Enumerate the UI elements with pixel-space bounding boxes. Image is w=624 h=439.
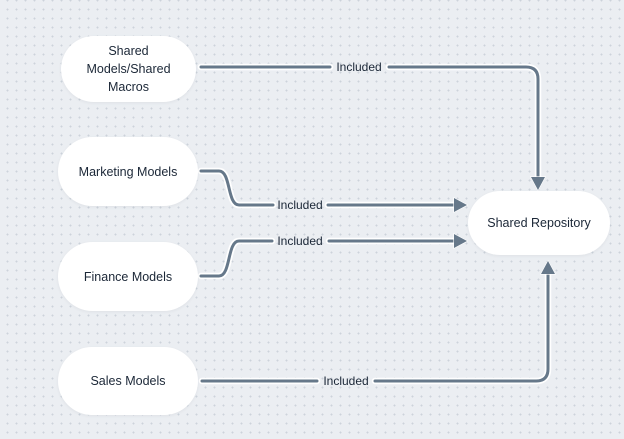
node-finance-models: Finance Models — [58, 242, 198, 311]
edge-label-included: Included — [277, 234, 323, 248]
node-label: Shared Repository — [487, 216, 591, 230]
edge-label-included: Included — [277, 198, 323, 212]
edge-shared-models-to-repository — [197, 63, 547, 192]
edge-sales-to-repository — [198, 259, 557, 385]
arrowhead-right-icon — [453, 232, 469, 250]
edge-label-included: Included — [336, 60, 382, 74]
node-sales-models: Sales Models — [58, 347, 198, 415]
edge-label-included: Included — [323, 374, 369, 388]
arrowhead-down-icon — [529, 176, 547, 192]
node-label: Marketing Models — [78, 164, 178, 179]
node-label: Sales Models — [90, 374, 166, 388]
node-label: Shared Models/Shared Macros — [86, 44, 171, 94]
node-shared-models-shared-macros: Shared Models/Shared Macros — [61, 36, 196, 102]
edge-finance-to-repository — [197, 232, 469, 280]
node-label: Finance Models — [83, 269, 173, 284]
node-marketing-models: Marketing Models — [58, 137, 198, 206]
arrowhead-right-icon — [453, 196, 469, 214]
arrowhead-up-icon — [539, 259, 557, 275]
edge-marketing-to-repository — [197, 167, 469, 214]
node-shared-repository: Shared Repository — [468, 191, 610, 255]
